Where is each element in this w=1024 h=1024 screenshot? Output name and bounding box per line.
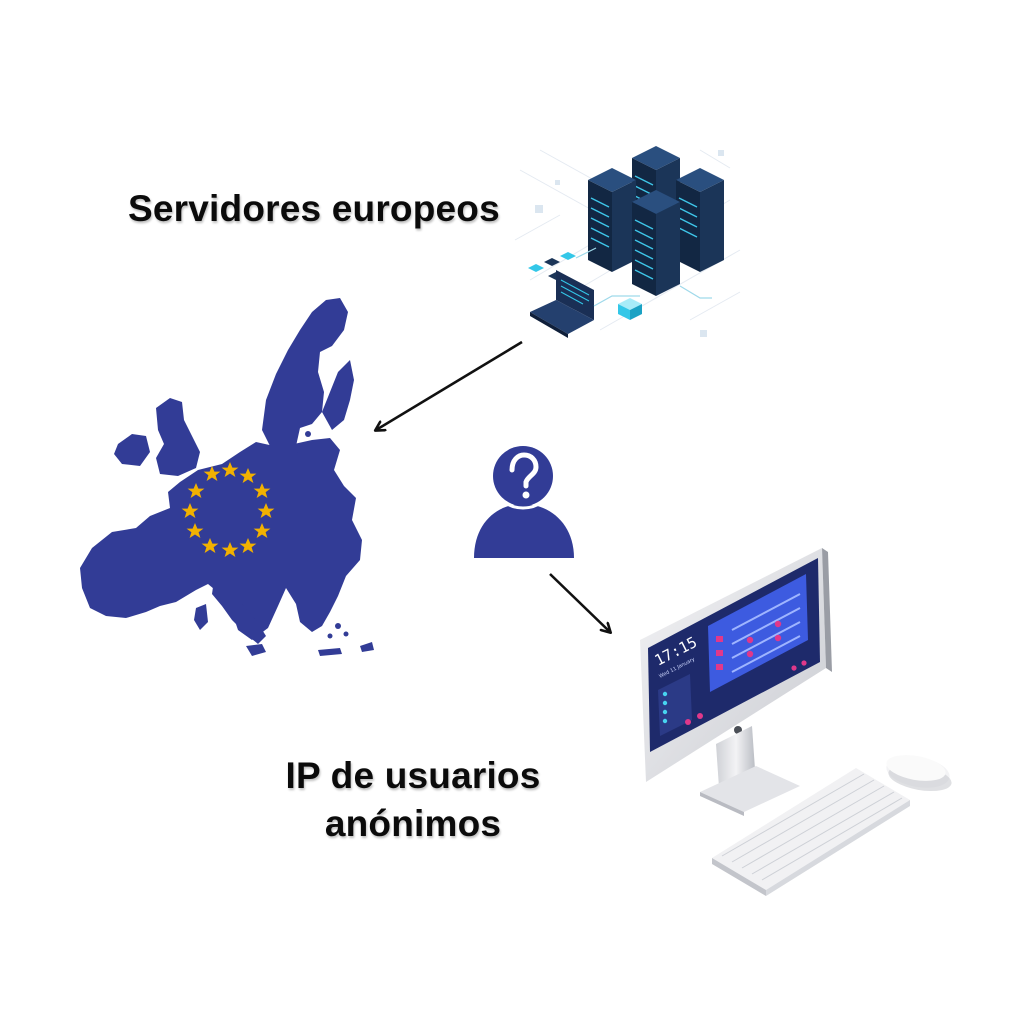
- users-caption-line2: anónimos: [324, 803, 502, 844]
- arrow-user-to-computer: [549, 573, 610, 632]
- arrow-servers-to-europe: [376, 340, 523, 430]
- keyboard-icon: [712, 768, 910, 896]
- users-caption: IP de usuarios anónimos: [248, 752, 578, 848]
- desktop-computer-icon: [640, 548, 832, 816]
- anonymous-user-icon: [474, 442, 574, 558]
- eu-stars: [181, 462, 275, 557]
- laptop-icon: [530, 270, 594, 338]
- eu-map-icon: [80, 298, 374, 656]
- servers-caption: Servidores europeos: [128, 188, 500, 229]
- server-rack-icon: [514, 146, 741, 338]
- users-caption-line1: IP de usuarios: [285, 755, 541, 796]
- mouse-icon: [886, 755, 952, 792]
